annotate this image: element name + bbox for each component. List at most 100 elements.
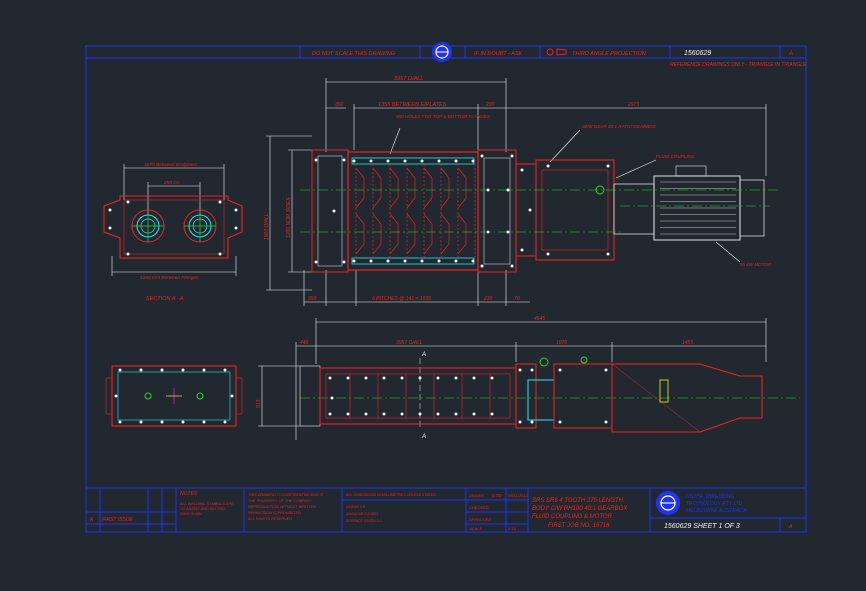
bolt-hole [506, 188, 510, 192]
bolt-hole [386, 159, 390, 163]
between-endplates-dim: 1355 BETWEEN E/PLATES [378, 102, 447, 108]
bolt-hole [234, 226, 238, 230]
bolt-hole [546, 252, 550, 256]
section-a-a: 1075 Between Endplates 250 crs 1260 O/A … [103, 162, 243, 302]
projection-symbol-icon [546, 48, 554, 56]
bolt-hole [437, 159, 441, 163]
section-marker-bottom: A [421, 434, 426, 440]
drawn-label: DRAWN [469, 493, 484, 498]
guard-hinge [659, 379, 669, 403]
bolt-hole [518, 420, 522, 424]
bolt-hole [234, 208, 238, 212]
bolt-hole [400, 412, 404, 416]
bolt-hole [454, 412, 458, 416]
title-block: A FIRST ISSUE NOTES ALL WELDING SYMBOLS … [86, 488, 806, 532]
note-2: TO AS2812 AND ISO 2553 [180, 507, 227, 511]
bolt-hole [480, 154, 484, 158]
mid-gap-dim: 230 [485, 102, 495, 108]
bolt-hole [118, 368, 122, 372]
company-line-2: TECHNOLOGY PTY LTD [686, 501, 743, 507]
bolt-hole [472, 412, 476, 416]
bolt-hole [314, 158, 318, 162]
tolerance-angular: ANGULAR 0.5 DEG [345, 512, 378, 516]
bolt-hole [139, 420, 143, 424]
bolt-holes-front [328, 368, 608, 424]
bolt-hole [202, 368, 206, 372]
scale-label: SCALE [469, 526, 482, 531]
bolt-hole [342, 158, 346, 162]
cutter-tooth-row [355, 167, 467, 209]
bolt-hole [520, 168, 524, 172]
bolt-hole [160, 420, 164, 424]
bolt-hole [230, 394, 234, 398]
terminal-box [675, 165, 707, 177]
bolt-hole [546, 164, 550, 168]
motor-fan-cover [739, 179, 765, 237]
bolt-hole [520, 248, 524, 252]
bolt-hole [126, 200, 130, 204]
bolt-hole [352, 159, 356, 163]
bolt-hole [471, 259, 475, 263]
bolt-hole [558, 368, 562, 372]
bolt-hole [510, 264, 514, 268]
bolt-hole [369, 259, 373, 263]
bolt-hole [342, 260, 346, 264]
company-line-1: UNTHA SHREDDING [686, 494, 735, 500]
bolt-hole [486, 230, 490, 234]
bolt-hole [314, 260, 318, 264]
bolt-hole [604, 368, 608, 372]
bottom-left-dim: 350 [308, 296, 317, 302]
copyright-5: ALL RIGHTS RESERVED [247, 517, 292, 521]
section-bottom-dim: 1260 O/A Between Flanges [140, 275, 199, 281]
bolt-hole [160, 368, 164, 372]
bolt-hole [490, 376, 494, 380]
bolt-holes-end-view [114, 368, 234, 424]
front-left-dim: 440 [300, 340, 309, 346]
cutter-teeth [355, 164, 476, 258]
bolt-hole [436, 376, 440, 380]
scale-note: IF IN DOUBT - ASK [474, 51, 523, 57]
front-motor-dim: 1455 [682, 340, 693, 346]
bolt-hole [223, 368, 227, 372]
bolt-hole [420, 159, 424, 163]
front-body-dim: 3957 O/ALL [396, 340, 423, 346]
copyright-2: THE PROPERTY OF THE COMPANY [248, 499, 313, 503]
coupling-note: FLUID COUPLING [656, 154, 695, 159]
shaft-centres-dim: 250 crs [163, 180, 180, 186]
bolt-holes-section [108, 200, 238, 256]
copyright-4: PERMISSION IS PROHIBITED [248, 511, 301, 515]
bolt-hole [530, 420, 534, 424]
description-line-4: FIRST JOB NO. 15718 [548, 523, 610, 529]
projection-cone-icon [556, 48, 567, 56]
bolt-hole [386, 259, 390, 263]
front-motor-guard [611, 363, 763, 433]
front-ribs [349, 374, 491, 418]
right-shaft-icon [196, 392, 204, 400]
front-overall-dim: 4545 [534, 316, 545, 322]
bolt-hole [346, 376, 350, 380]
front-bearing-housing [515, 363, 537, 429]
bolt-hole [558, 420, 562, 424]
bolt-hole [352, 259, 356, 263]
revision-description: FIRST ISSUE [102, 517, 134, 523]
bolt-hole [382, 412, 386, 416]
company-line-3: MELBOURNE AUSTRALIA [686, 508, 747, 514]
section-label: SECTION A - A [146, 296, 184, 302]
bottom-right-dim: 230 [483, 296, 493, 302]
projection-note: THIRD ANGLE PROJECTION [572, 51, 646, 57]
bolt-hole [510, 154, 514, 158]
sheet-size: A [788, 51, 793, 57]
bolt-hole [506, 230, 510, 234]
description-line-3: FLUID COUPLING & MOTOR [532, 514, 613, 520]
bolt-hole [530, 368, 534, 372]
bolt-hole [332, 209, 336, 213]
bolt-hole [202, 420, 206, 424]
section-housing-outline [103, 195, 243, 259]
gearbox-note: SEW GEAR 40:1 RATIO GEARBOX [582, 124, 657, 129]
description-line-1: SRS SR6 4 TOOTH 375 LENGTH [532, 498, 624, 504]
bolt-hole [403, 159, 407, 163]
bolt-hole [114, 394, 118, 398]
front-gear-dim: 1070 [556, 340, 567, 346]
